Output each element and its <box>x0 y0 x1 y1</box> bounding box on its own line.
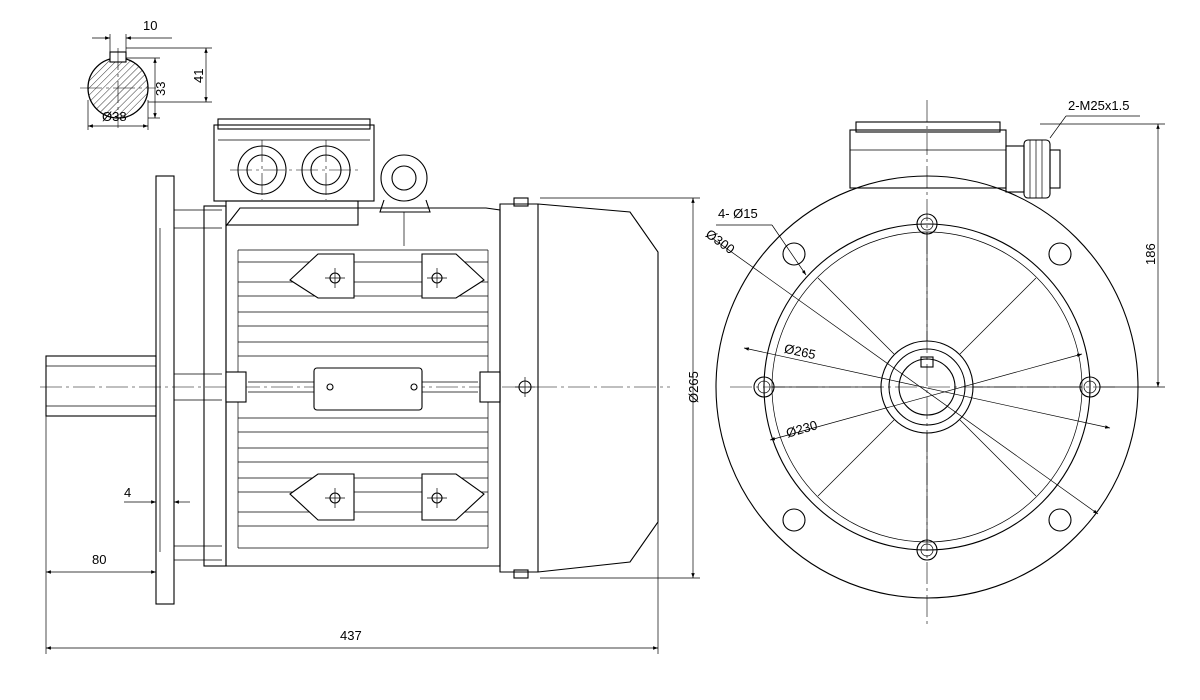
dim-body-diameter: Ø265 <box>686 371 701 403</box>
dim-key-width: 10 <box>143 18 157 33</box>
flange-side <box>155 175 175 605</box>
nameplate <box>313 367 423 411</box>
dim-flange-offset: 4 <box>124 485 131 500</box>
motor-side-view <box>40 118 700 654</box>
dim-overall-length: 437 <box>340 628 362 643</box>
dim-spigot-diameter: Ø230 <box>784 417 819 440</box>
hub-outer <box>880 340 974 434</box>
mounting-pads <box>289 253 485 521</box>
flange-holes <box>782 242 1072 532</box>
dim-pitch-circle-diameter: Ø265 <box>783 341 817 362</box>
dim-shaft-diameter: Ø38 <box>102 109 127 124</box>
dim-terminal-box-height: 186 <box>1143 243 1158 265</box>
shaft-side <box>45 355 157 417</box>
dim-key-depth: 33 <box>153 82 168 96</box>
dim-bolt-holes: 4- Ø15 <box>718 206 758 221</box>
fan-cover <box>499 203 659 573</box>
dim-shaft-height: 41 <box>191 69 206 83</box>
terminal-box <box>213 124 375 202</box>
cable-gland-front <box>1005 145 1025 193</box>
shaft-section-detail <box>80 34 212 130</box>
dim-shaft-length: 80 <box>92 552 106 567</box>
lifting-eye <box>380 154 428 202</box>
terminal-box-front <box>849 129 1007 189</box>
motor-front-view <box>711 100 1165 628</box>
dim-cable-gland: 2-M25x1.5 <box>1068 98 1129 113</box>
ribs <box>772 232 1082 542</box>
